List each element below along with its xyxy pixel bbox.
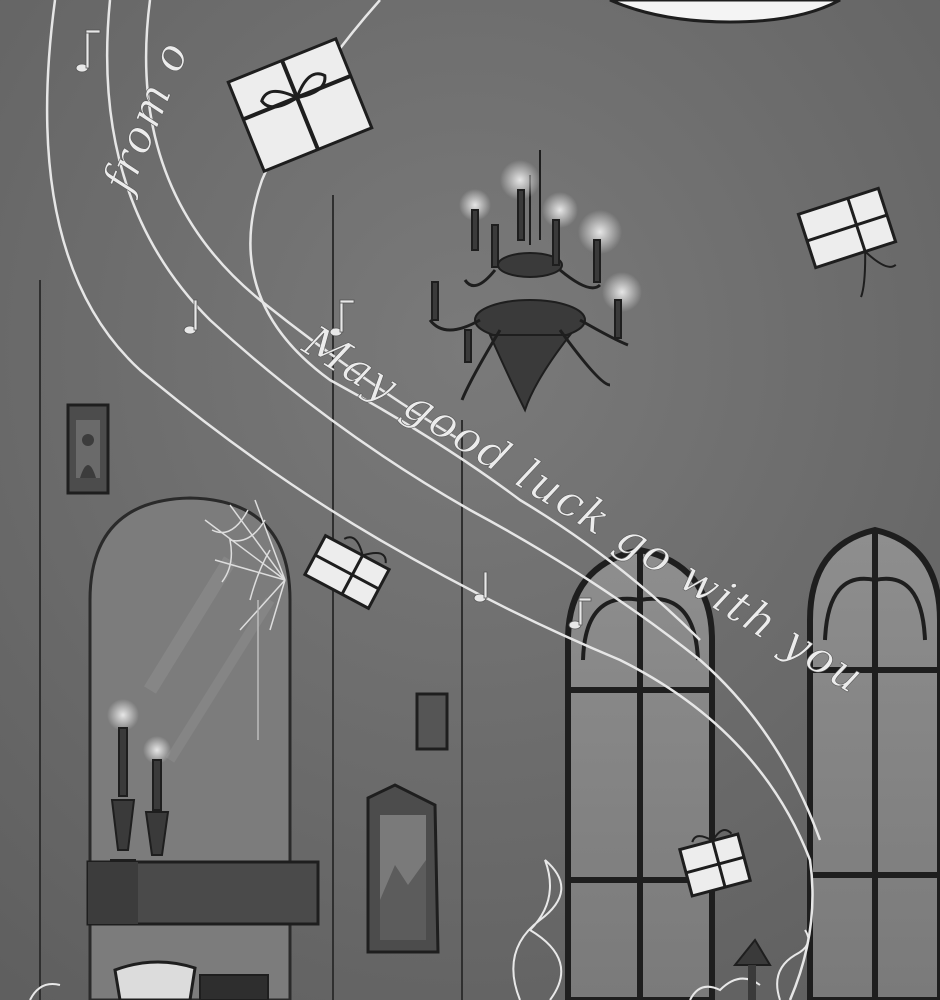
music-note-icons bbox=[75, 29, 592, 630]
speech-bubble bbox=[609, 0, 841, 24]
gift-box-icon-right bbox=[796, 186, 898, 298]
landscape-frame bbox=[366, 783, 440, 954]
gift-box-icon-large bbox=[226, 36, 374, 174]
lamp bbox=[732, 938, 772, 1000]
dark-box bbox=[199, 974, 269, 1000]
music-note-icon bbox=[329, 299, 355, 337]
small-frame bbox=[415, 692, 449, 751]
gift-box-icon-mid bbox=[302, 533, 392, 611]
spider-web bbox=[204, 499, 286, 740]
music-note-icon bbox=[75, 29, 101, 73]
music-note-icon bbox=[568, 597, 592, 630]
portrait-frame bbox=[66, 403, 110, 495]
gothic-window-right bbox=[807, 526, 940, 1000]
mantel-shelf bbox=[86, 860, 320, 926]
chandelier bbox=[428, 150, 642, 413]
candlesticks bbox=[107, 699, 171, 861]
gothic-window-left bbox=[565, 546, 715, 1000]
gift-box-icon-small bbox=[677, 828, 753, 898]
teacup bbox=[113, 960, 197, 1000]
music-note-icon bbox=[183, 299, 198, 335]
music-note-icon bbox=[473, 571, 488, 603]
